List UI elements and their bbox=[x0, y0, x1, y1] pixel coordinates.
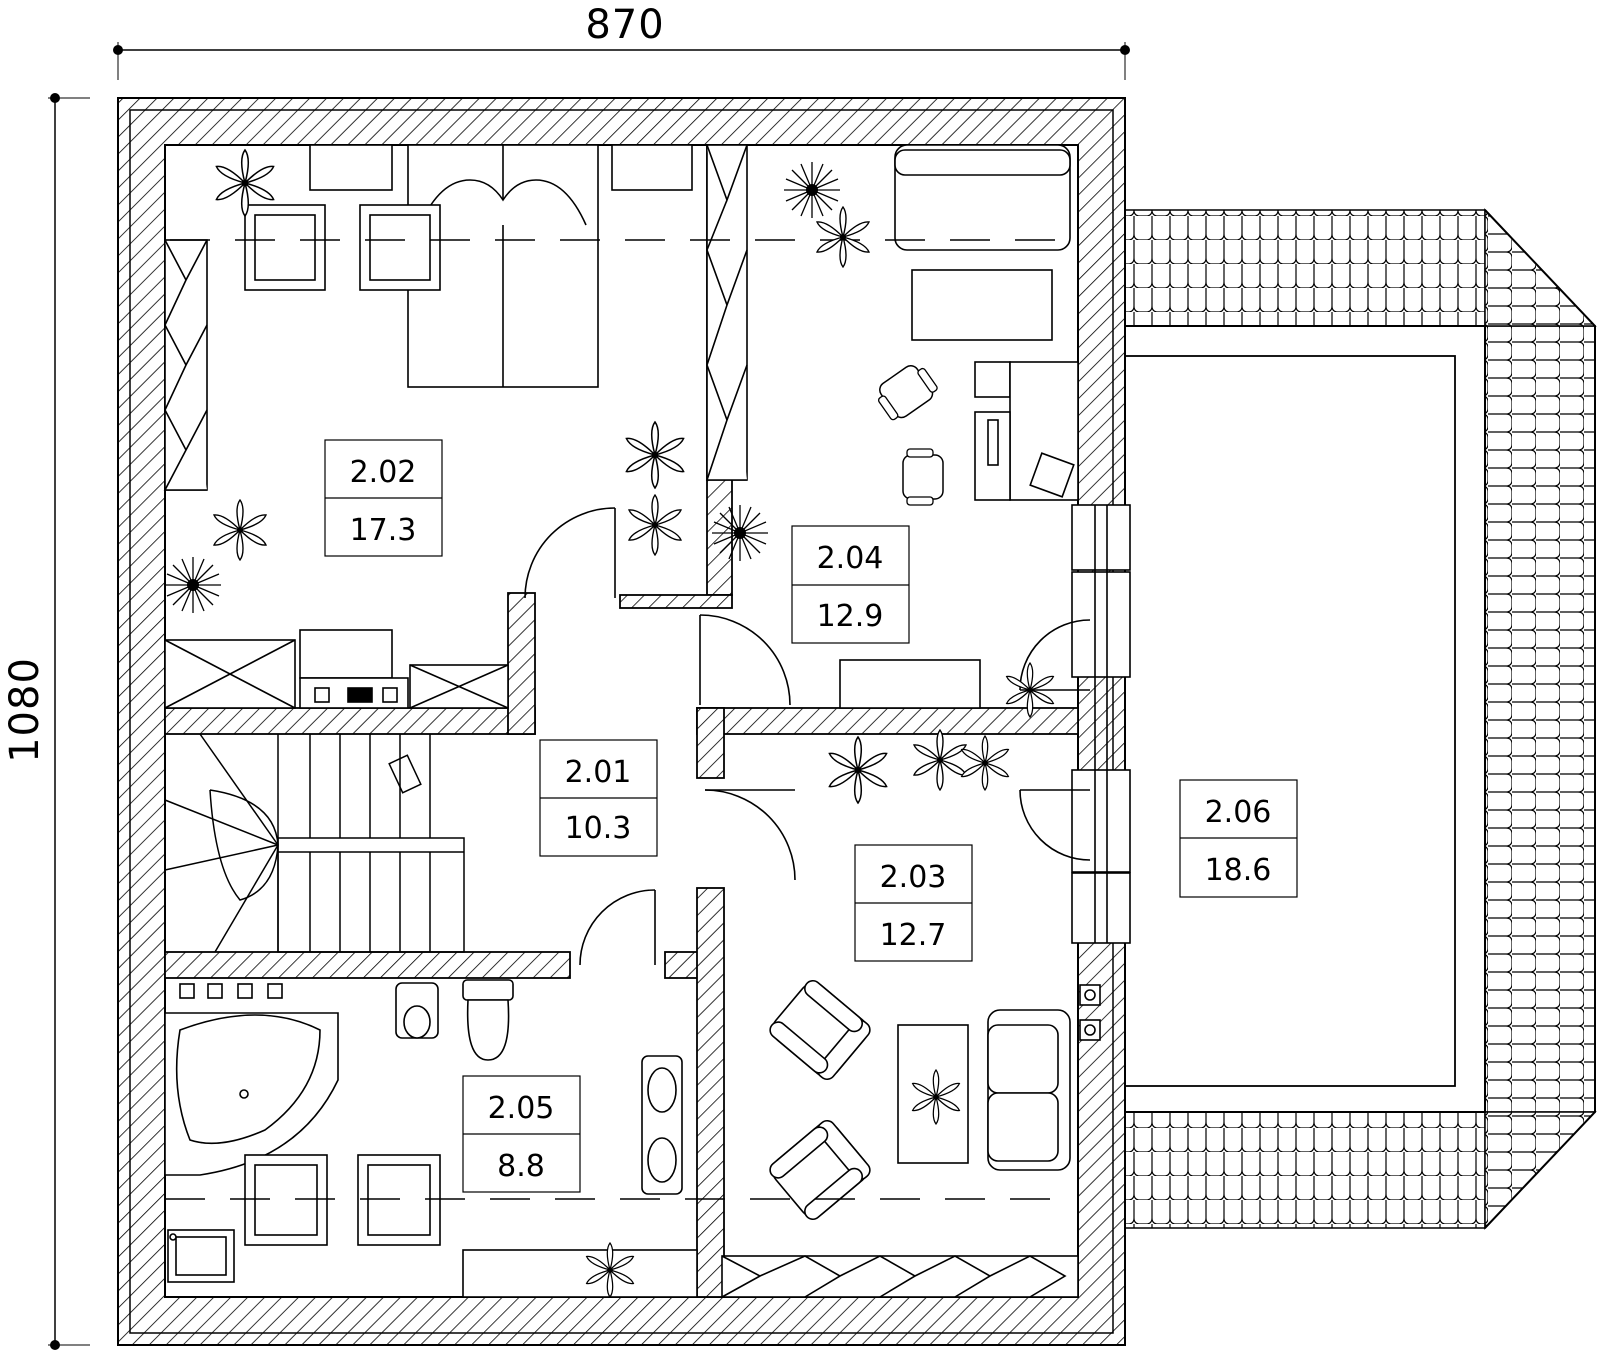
study-furniture bbox=[705, 144, 1079, 709]
bedroom-furniture bbox=[163, 144, 693, 709]
dimension-top: 870 bbox=[113, 2, 1130, 80]
dimension-width-label: 870 bbox=[585, 2, 664, 48]
room-area: 12.9 bbox=[817, 599, 884, 634]
room-id: 2.03 bbox=[880, 860, 947, 895]
room-area: 8.8 bbox=[497, 1149, 545, 1184]
room-label-2-03: 2.03 12.7 bbox=[854, 844, 973, 962]
room-area: 18.6 bbox=[1205, 853, 1272, 888]
room-label-2-05: 2.05 8.8 bbox=[462, 1075, 581, 1193]
room-label-2-06: 2.06 18.6 bbox=[1179, 779, 1298, 898]
room-id: 2.01 bbox=[565, 755, 632, 790]
window-guide-lines bbox=[165, 239, 1070, 1200]
dimension-left: 1080 bbox=[2, 93, 90, 1350]
staircase bbox=[164, 733, 465, 953]
room-id: 2.04 bbox=[817, 541, 884, 576]
living-furniture bbox=[721, 976, 1101, 1298]
room-area: 10.3 bbox=[565, 811, 632, 846]
terrace bbox=[1124, 325, 1486, 1113]
room-label-2-02: 2.02 17.3 bbox=[324, 439, 443, 557]
room-area: 17.3 bbox=[350, 513, 417, 548]
room-id: 2.05 bbox=[488, 1091, 555, 1126]
doors bbox=[524, 507, 1091, 966]
bathroom-furniture bbox=[164, 979, 698, 1298]
room-label-2-04: 2.04 12.9 bbox=[791, 525, 910, 644]
windows-right bbox=[1071, 504, 1131, 944]
room-id: 2.06 bbox=[1205, 795, 1272, 830]
outer-walls bbox=[117, 97, 1126, 1346]
roof-tiles bbox=[1124, 208, 1597, 1230]
room-area: 12.7 bbox=[880, 918, 947, 953]
room-label-2-01: 2.01 10.3 bbox=[539, 739, 658, 857]
dimension-height-label: 1080 bbox=[2, 657, 48, 763]
room-id: 2.02 bbox=[350, 455, 417, 490]
